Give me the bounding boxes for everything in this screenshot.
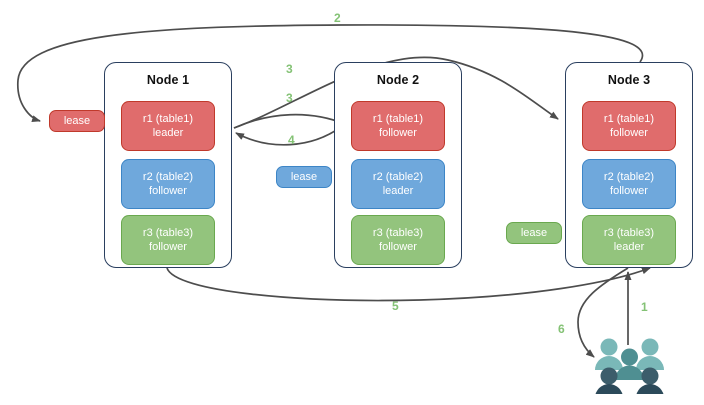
replica-name: r1 (table1) — [142, 113, 194, 125]
edge-3-lower — [233, 113, 346, 129]
lease-box-r3[interactable]: lease — [506, 222, 562, 244]
replica-name: r3 (table3) — [603, 227, 655, 239]
replica-role: leader — [613, 241, 645, 253]
replica-role: follower — [149, 185, 187, 197]
replica-node3-r2[interactable]: r2 (table2) follower — [582, 159, 676, 209]
replica-name: r3 (table3) — [372, 227, 424, 239]
edge-label-6: 6 — [558, 322, 565, 336]
node-title: Node 1 — [146, 73, 190, 87]
replica-name: r3 (table3) — [142, 227, 194, 239]
node-box-node3[interactable]: Node 3 r1 (table1) follower r2 (table2) … — [565, 62, 693, 268]
node-box-node2[interactable]: Node 2 r1 (table1) follower r2 (table2) … — [334, 62, 462, 268]
replica-role: follower — [610, 127, 648, 139]
edge-label-4: 4 — [288, 133, 295, 147]
edge-label-3-lower: 3 — [286, 91, 293, 105]
node-title: Node 3 — [607, 73, 651, 87]
users-icon — [592, 336, 668, 398]
replica-name: r2 (table2) — [603, 171, 655, 183]
replica-role: follower — [379, 241, 417, 253]
replica-node2-r1[interactable]: r1 (table1) follower — [351, 101, 445, 151]
node-title: Node 2 — [376, 73, 420, 87]
replica-role: follower — [379, 127, 417, 139]
edge-label-1: 1 — [641, 300, 648, 314]
lease-box-r1[interactable]: lease — [49, 110, 105, 132]
edge-label-3-upper: 3 — [286, 62, 293, 76]
replica-name: r1 (table1) — [372, 113, 424, 125]
replica-role: leader — [152, 127, 184, 139]
lease-box-r2[interactable]: lease — [276, 166, 332, 188]
replica-role: follower — [610, 185, 648, 197]
replica-node1-r3[interactable]: r3 (table3) follower — [121, 215, 215, 265]
replica-node2-r3[interactable]: r3 (table3) follower — [351, 215, 445, 265]
replica-name: r1 (table1) — [603, 113, 655, 125]
replica-role: leader — [382, 185, 414, 197]
replica-name: r2 (table2) — [142, 171, 194, 183]
replica-node3-r1[interactable]: r1 (table1) follower — [582, 101, 676, 151]
replica-node2-r2[interactable]: r2 (table2) leader — [351, 159, 445, 209]
replica-node1-r1[interactable]: r1 (table1) leader — [121, 101, 215, 151]
edge-label-5: 5 — [392, 299, 399, 313]
edge-5 — [166, 267, 651, 302]
replica-role: follower — [149, 241, 187, 253]
edge-label-2: 2 — [334, 11, 341, 25]
node-box-node1[interactable]: Node 1 r1 (table1) leader r2 (table2) fo… — [104, 62, 232, 268]
replica-name: r2 (table2) — [372, 171, 424, 183]
replica-node1-r2[interactable]: r2 (table2) follower — [121, 159, 215, 209]
replica-node3-r3[interactable]: r3 (table3) leader — [582, 215, 676, 265]
